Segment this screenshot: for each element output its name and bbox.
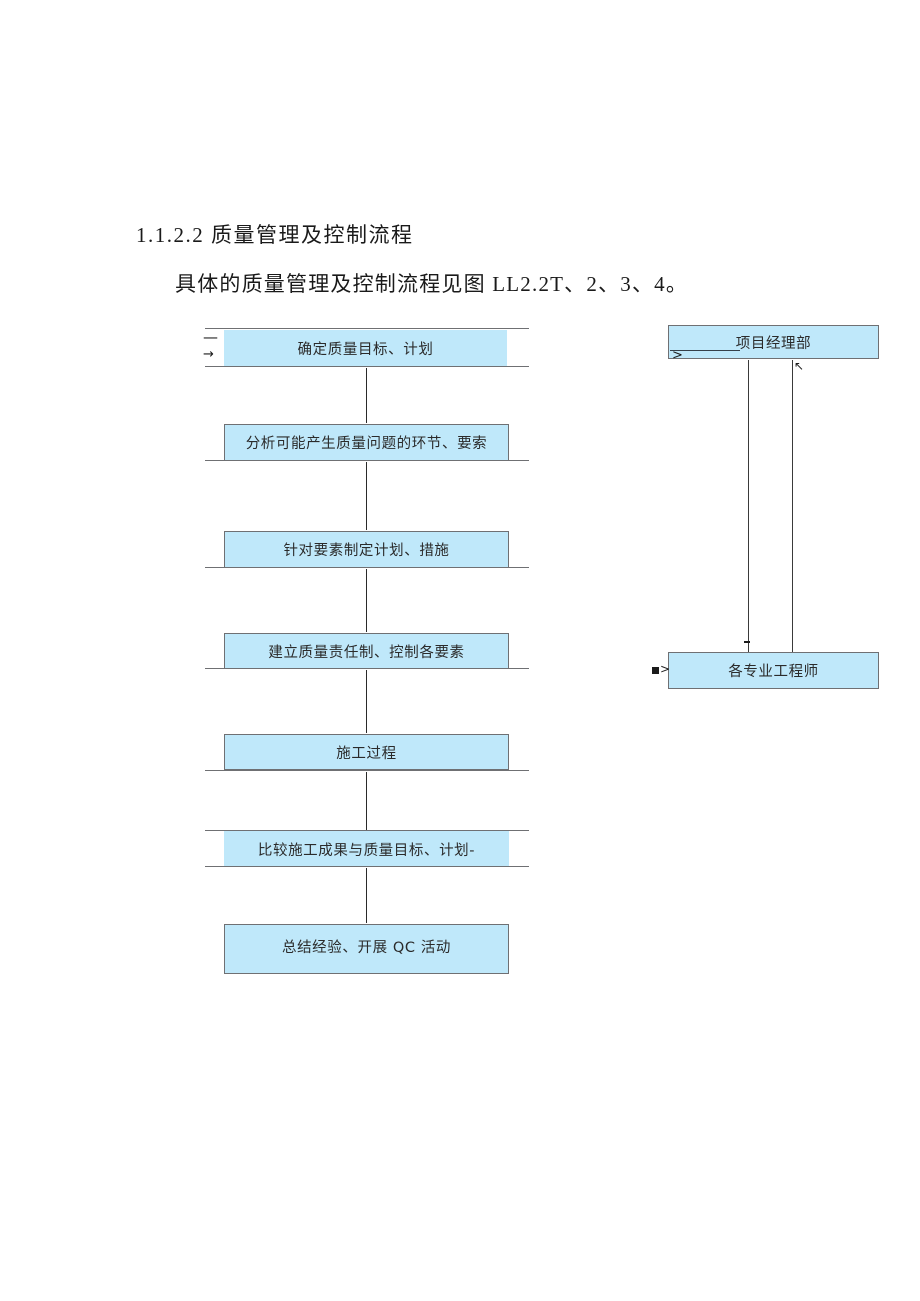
node-1-top-rule [205, 328, 529, 329]
org-up-arrow-icon: ↖ [794, 359, 805, 373]
org-connector-down [748, 360, 749, 652]
node-3-bottom-rule [205, 567, 529, 568]
flow-node-1-label: 确定质量目标、计划 [297, 341, 434, 358]
node-2-bottom-rule [205, 460, 529, 461]
org-node-project-manager[interactable]: 项目经理部 [668, 325, 879, 359]
flow-node-4-label: 建立质量责任制、控制各要素 [268, 644, 465, 661]
org-connector-up [792, 360, 793, 652]
connector-4-5 [366, 670, 367, 733]
section-paragraph: 具体的质量管理及控制流程见图 LL2.2T、2、3、4。 [175, 272, 689, 296]
org-node-project-manager-label: 项目经理部 [735, 335, 812, 352]
flow-node-6-label: 比较施工成果与质量目标、计划- [257, 842, 476, 859]
node-5-bottom-rule [205, 770, 529, 771]
connector-5-6 [366, 772, 367, 830]
org-entry-arrow-icon: > [672, 348, 683, 363]
section-heading: 1.1.2.2 质量管理及控制流程 [136, 223, 414, 247]
org-connector-tick [744, 641, 750, 643]
node-6-top-rule [205, 830, 529, 831]
org-entry-arrowhead-icon: > [660, 662, 671, 676]
org-node-engineers[interactable]: 各专业工程师 [668, 652, 879, 689]
org-node-project-manager-underline [670, 350, 740, 351]
flow-node-7[interactable]: 总结经验、开展 QC 活动 [224, 924, 509, 974]
flow-node-6[interactable]: 比较施工成果与质量目标、计划- [224, 831, 509, 867]
connector-2-3 [366, 462, 367, 530]
flow-node-2-label: 分析可能产生质量问题的环节、要索 [245, 436, 488, 452]
flow-node-1[interactable]: 确定质量目标、计划 [224, 330, 507, 366]
org-entry-square-icon [652, 667, 659, 674]
connector-3-4 [366, 569, 367, 632]
flow-node-7-label: 总结经验、开展 QC 活动 [281, 940, 452, 956]
org-node-engineers-label: 各专业工程师 [728, 664, 819, 680]
flow-node-5-label: 施工过程 [336, 745, 397, 762]
flow-node-3[interactable]: 针对要素制定计划、措施 [224, 531, 509, 568]
flow-entry-arrow-icon: → [203, 347, 214, 362]
flow-entry-dash-icon: — [203, 328, 218, 346]
node-4-bottom-rule [205, 668, 529, 669]
flow-node-5[interactable]: 施工过程 [224, 734, 509, 770]
node-6-bottom-rule [205, 866, 529, 867]
connector-1-2 [366, 368, 367, 423]
flow-node-4[interactable]: 建立质量责任制、控制各要素 [224, 633, 509, 669]
flow-node-3-label: 针对要素制定计划、措施 [283, 543, 450, 559]
connector-6-7 [366, 868, 367, 923]
node-1-bottom-rule [205, 366, 529, 367]
